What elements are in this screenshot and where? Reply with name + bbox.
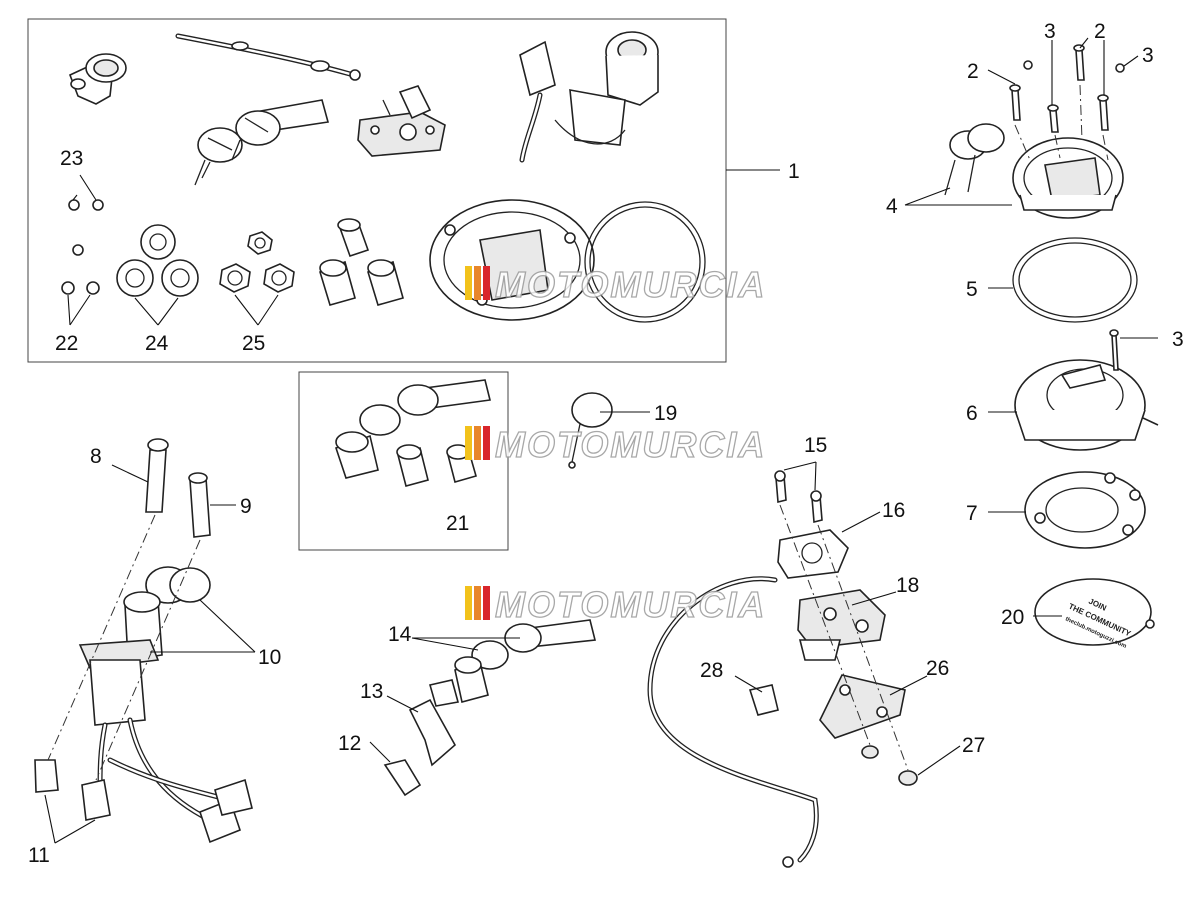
callout-16: 16 [882,499,905,522]
callout-19: 19 [654,402,677,425]
callout-14: 14 [388,623,412,646]
callout-8: 8 [90,445,102,468]
kit-21-box [298,371,509,551]
callout-20: 20 [1001,606,1024,629]
kit-group-box [27,18,727,363]
watermark: MOTOMURCIA [465,583,766,626]
callout-25: 25 [242,332,265,355]
callout-1: 1 [788,160,800,183]
watermark-text: MOTOMURCIA [495,264,766,305]
ignition-switch-kit [519,31,659,163]
callout-22: 22 [55,332,78,355]
seat-lock-center [383,619,596,797]
callout-3: 3 [1172,328,1184,351]
callout-23: 23 [60,147,83,170]
callout-6: 6 [966,402,978,425]
release-cable-center [647,576,819,868]
watermark: MOTOMURCIA [465,263,766,306]
callout-3: 3 [1044,20,1056,43]
watermark-stripe-3 [483,266,490,300]
watermark: MOTOMURCIA [465,423,766,466]
callout-24: 24 [145,332,169,355]
nuts-25 [219,231,295,293]
callout-18: 18 [896,574,919,597]
callout-15: 15 [804,434,827,457]
callout-11: 11 [28,844,50,867]
callout-10: 10 [258,646,281,669]
watermark-text: MOTOMURCIA [495,424,766,465]
watermark-text: MOTOMURCIA [495,584,766,625]
key-pair-21 [334,379,491,487]
callout-26: 26 [926,657,949,680]
seat-latch [357,85,446,157]
ignition-assembly-left [34,438,253,844]
fuel-cap-right [944,44,1159,549]
callout-28: 28 [700,659,723,682]
leader-lines [44,37,1158,844]
callout-5: 5 [966,278,978,301]
callout-2: 2 [1094,20,1106,43]
callout-4: 4 [886,195,898,218]
callout-13: 13 [360,680,383,703]
watermark-stripe-2 [474,266,481,300]
callout-12: 12 [338,732,361,755]
callout-3: 3 [1142,44,1154,67]
washers-24 [116,224,199,297]
callout-7: 7 [966,502,978,525]
watermark-stripe-1 [465,266,472,300]
seat-release-cable [175,33,361,81]
callout-21: 21 [446,512,469,535]
callout-2: 2 [967,60,979,83]
key-19 [568,392,613,469]
callout-27: 27 [962,734,985,757]
key-pair-kit [194,99,330,186]
washers-22-23 [61,199,104,295]
latch-assembly-right [774,470,918,786]
seat-lock-barrel [68,53,127,105]
community-badge: JOIN THE COMMUNITY theclub.motoguzzi.com [1034,578,1155,650]
callout-9: 9 [240,495,252,518]
o-ring-kit [584,201,706,323]
lock-barrels-kit [319,218,404,306]
